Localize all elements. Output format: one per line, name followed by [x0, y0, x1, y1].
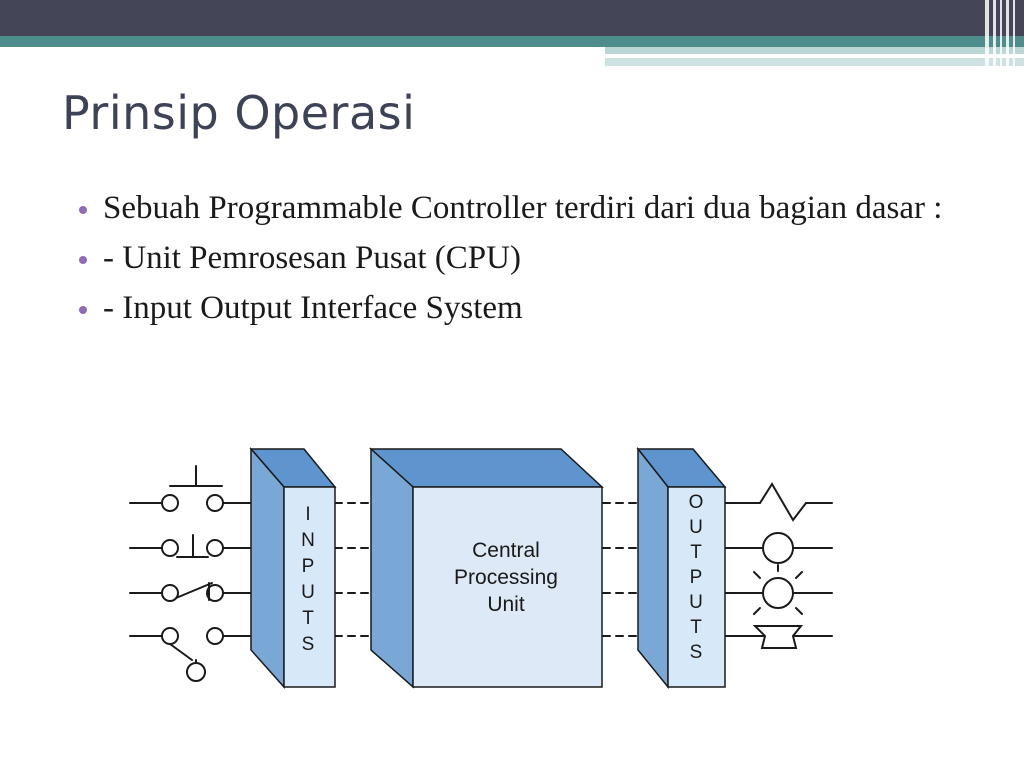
inputs-label-char: U	[301, 582, 315, 603]
lamp-icon	[724, 564, 833, 615]
bullet-item: - Unit Pemrosesan Pusat (CPU)	[78, 236, 958, 281]
outputs-label-char: U	[689, 592, 703, 613]
cpu-block	[369, 447, 604, 689]
outputs-module	[636, 446, 727, 690]
slide-title: Prinsip Operasi	[62, 86, 416, 140]
switch-no-icon	[129, 627, 251, 682]
bullet-list: Sebuah Programmable Controller terdiri d…	[78, 186, 958, 336]
inputs-label-char: T	[302, 608, 314, 629]
outputs-label-char: U	[689, 517, 703, 538]
inputs-label-char: P	[302, 556, 315, 577]
outputs-label-char: O	[689, 492, 704, 513]
cpu-label-line: Processing	[454, 566, 558, 589]
inputs-label-char: I	[305, 504, 310, 525]
cpu-label-line: Unit	[487, 593, 525, 616]
cpu-label-line: Central	[472, 539, 540, 562]
signal-lines	[334, 502, 661, 637]
inputs-label-char: N	[301, 530, 315, 551]
header-band	[0, 0, 1024, 70]
outputs-label-char: T	[690, 542, 702, 563]
pushbutton-no-icon	[129, 465, 251, 512]
bullet-item: Sebuah Programmable Controller terdiri d…	[78, 186, 958, 231]
outputs-label-char: T	[690, 617, 702, 638]
outputs-label-char: S	[690, 642, 703, 663]
horn-icon	[724, 625, 833, 649]
heater-icon	[724, 482, 833, 522]
pushbutton-nc-icon	[129, 534, 251, 558]
switch-nc-icon	[129, 582, 251, 602]
motor-icon	[724, 532, 833, 564]
inputs-label-char: S	[302, 634, 315, 655]
inputs-module	[249, 446, 337, 689]
bullet-item: - Input Output Interface System	[78, 286, 958, 331]
outputs-label-char: P	[690, 567, 703, 588]
